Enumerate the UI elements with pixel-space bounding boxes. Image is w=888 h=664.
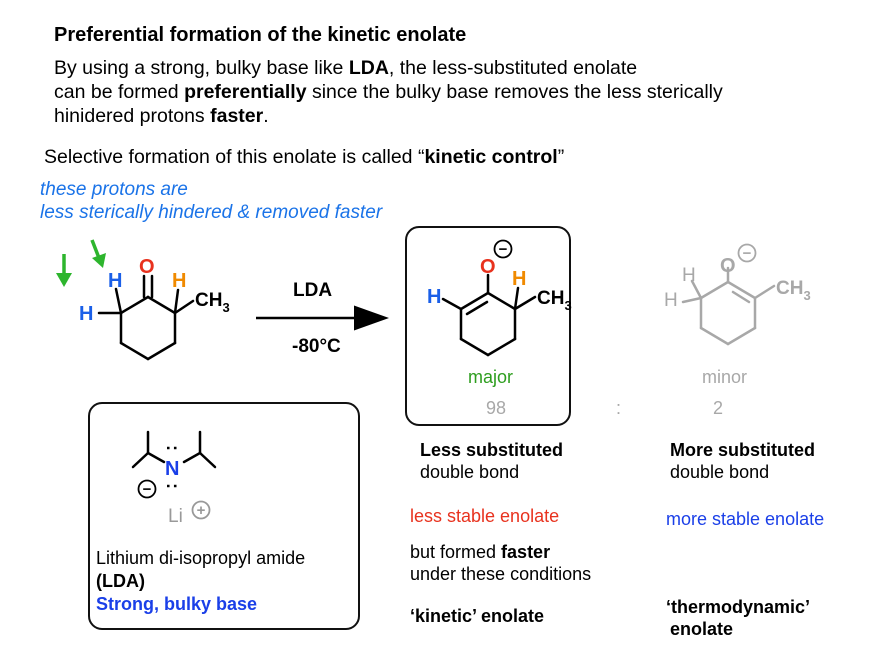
kc-text: Selective formation of this enolate is c…: [44, 146, 425, 168]
alpha-h-label: H: [512, 268, 526, 290]
intro-paragraph: By using a strong, bulky base like LDA, …: [54, 56, 723, 128]
kinetic-subheading: double bond: [420, 462, 520, 482]
intro-line-2: can be formed preferentially since the b…: [54, 80, 723, 104]
thermo-enolate-label-2: enolate: [670, 619, 734, 639]
negative-charge-icon: [737, 243, 757, 263]
intro-line-1: By using a strong, bulky base like LDA, …: [54, 56, 723, 80]
alpha-h-label: H: [79, 303, 93, 325]
methyl-label: CH3: [195, 290, 230, 315]
kinetic-formed-line-2: under these conditions: [410, 564, 592, 584]
negative-charge-icon: [493, 239, 513, 259]
green-arrow-icon: [56, 254, 72, 287]
kc-bold: kinetic control: [424, 146, 558, 168]
kinetic-formed-bold: faster: [501, 542, 551, 562]
methyl-subscript: 3: [564, 298, 571, 313]
alpha-h-label: H: [108, 270, 122, 292]
enolate-oxygen-label: O: [480, 256, 496, 278]
intro-text: .: [263, 105, 269, 127]
thermo-subheading: double bond: [670, 462, 770, 482]
positive-charge-icon: [191, 500, 211, 520]
intro-text: can be formed: [54, 81, 185, 103]
intro-bold-lda: LDA: [348, 57, 389, 79]
methyl-ch: CH: [776, 278, 803, 299]
lda-description: Strong, bulky base: [96, 594, 258, 614]
minor-label: minor: [702, 367, 747, 387]
lda-skeleton: [131, 430, 217, 469]
kinetic-stability: less stable enolate: [410, 506, 560, 526]
methyl-ch: CH: [195, 290, 222, 311]
lda-abbr: (LDA): [96, 571, 145, 591]
charge-sign: −: [499, 241, 508, 258]
reagent-label: LDA: [293, 280, 332, 301]
thermo-enolate-label-1: ‘thermodynamic’: [666, 597, 811, 617]
minor-methyl-label: CH3: [776, 278, 811, 303]
minor-ratio: 2: [713, 398, 723, 418]
thermo-heading: More substituted: [670, 440, 816, 460]
protons-note: these protons are less sterically hinder…: [40, 178, 382, 224]
alpha-h-label: H: [172, 270, 186, 292]
oxygen-label: O: [139, 256, 155, 278]
major-enolate-skeleton: [441, 273, 537, 357]
kinetic-formed-line-1: but formed faster: [410, 542, 550, 563]
minor-enolate-skeleton: [681, 266, 776, 346]
charge-sign: −: [743, 245, 752, 262]
kinetic-formed-text: but formed: [410, 542, 502, 562]
nitrogen-label: N: [165, 458, 179, 480]
major-ratio: 98: [486, 398, 506, 418]
charge-sign: −: [143, 481, 152, 498]
lda-name: Lithium di-isopropyl amide: [96, 548, 306, 568]
intro-text: since the bulky base removes the less st…: [306, 81, 723, 103]
methyl-ch: CH: [537, 288, 564, 309]
major-product-box: [405, 226, 571, 426]
protons-note-line-1: these protons are: [40, 179, 188, 200]
charge-sign: +: [197, 502, 206, 519]
lda-structure-box: [88, 402, 360, 630]
protons-note-line-2: less sterically hindered & removed faste…: [40, 202, 383, 223]
green-arrow-icon: [90, 239, 106, 268]
kinetic-enolate-label: ‘kinetic’ enolate: [410, 606, 545, 626]
kc-text: ”: [557, 146, 565, 168]
intro-bold-preferentially: preferentially: [184, 81, 307, 103]
minor-h-label: H: [682, 265, 696, 286]
vinyl-h-label: H: [427, 286, 441, 308]
ketone-skeleton: [97, 274, 195, 361]
minor-oxygen-label: O: [720, 255, 736, 277]
page-title: Preferential formation of the kinetic en…: [54, 24, 467, 46]
negative-charge-icon: [137, 479, 157, 499]
ratio-separator: :: [616, 398, 621, 418]
intro-text: hinidered protons: [54, 105, 211, 127]
methyl-subscript: 3: [803, 288, 810, 303]
thermo-stability: more stable enolate: [666, 509, 825, 529]
kinetic-control-line: Selective formation of this enolate is c…: [44, 146, 564, 169]
methyl-subscript: 3: [222, 300, 229, 315]
major-label: major: [468, 367, 513, 387]
intro-bold-faster: faster: [210, 105, 264, 127]
lone-pair-icon: :: [163, 445, 183, 451]
intro-text: By using a strong, bulky base like: [54, 57, 349, 79]
condition-label: -80°C: [292, 336, 341, 357]
lithium-label: Li: [168, 506, 183, 527]
intro-line-3: hinidered protons faster.: [54, 104, 723, 128]
minor-h-label: H: [664, 290, 678, 311]
lone-pair-icon: :: [163, 483, 183, 489]
kinetic-heading: Less substituted: [420, 440, 564, 460]
intro-text: , the less-substituted enolate: [388, 57, 638, 79]
methyl-label: CH3: [537, 288, 572, 313]
